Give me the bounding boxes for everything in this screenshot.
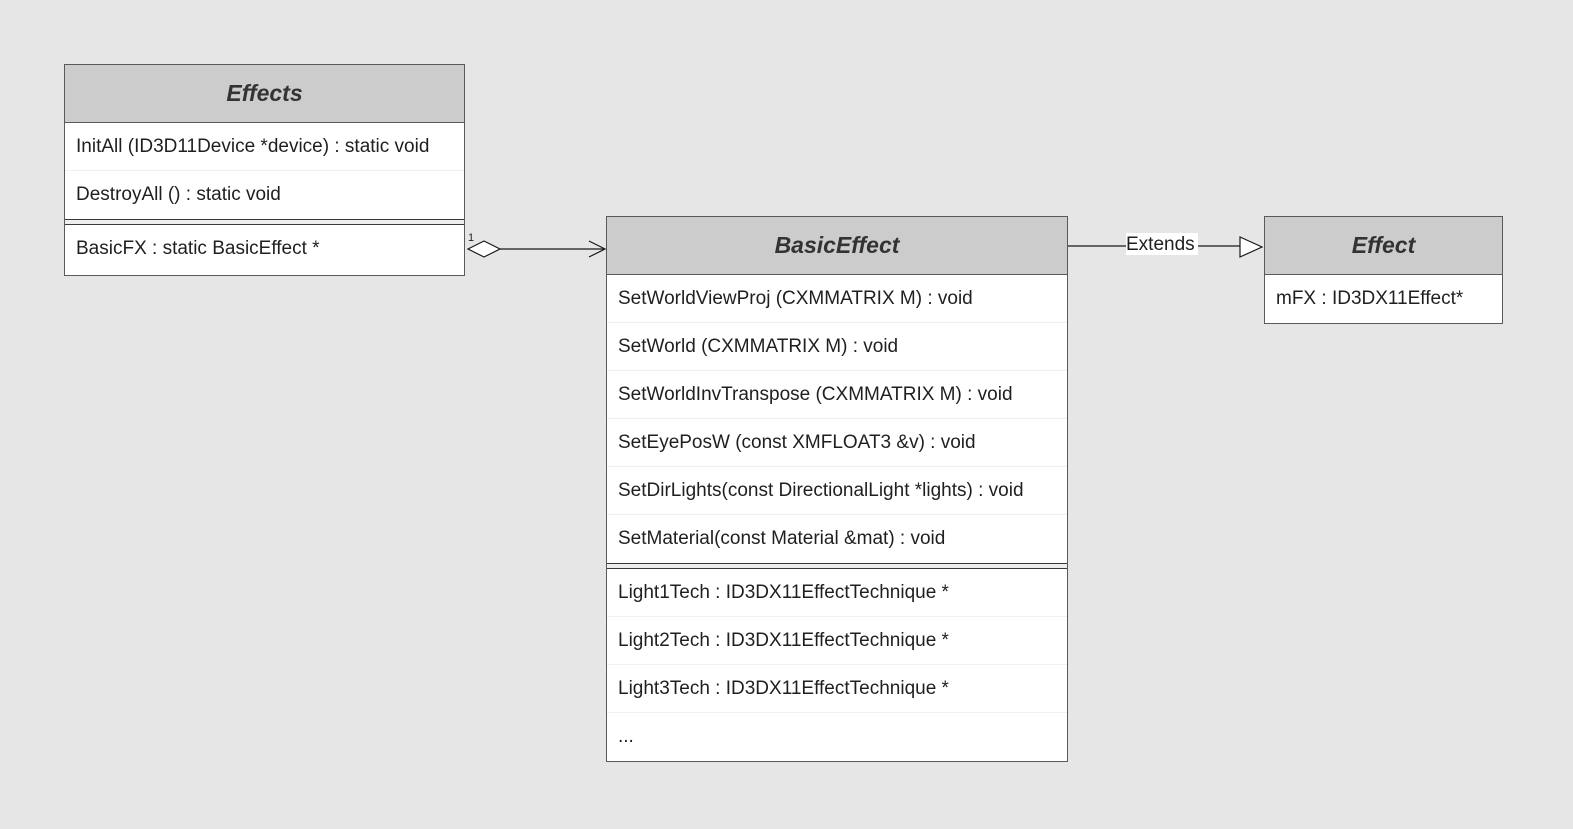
effect-class-title: Effect (1265, 217, 1502, 275)
effects-class[interactable]: Effects InitAll (ID3D11Device *device) :… (64, 64, 465, 276)
basic-effect-method-setworldviewproj: SetWorldViewProj (CXMMATRIX M) : void (607, 275, 1067, 323)
effects-method-destroyall: DestroyAll () : static void (76, 184, 281, 205)
effects-method-initall: InitAll (ID3D11Device *device) : static … (65, 123, 464, 171)
basic-effect-attribute-light3tech: Light3Tech : ID3DX11EffectTechnique * (607, 665, 1067, 713)
effects-attribute-basicfx: BasicFX : static BasicEffect * (76, 238, 320, 259)
basic-effect-method-setdirlights: SetDirLights(const DirectionalLight *lig… (607, 467, 1067, 515)
aggregation-diamond-icon (466, 240, 502, 258)
effect-class[interactable]: Effect mFX : ID3DX11Effect* (1264, 216, 1503, 324)
basic-effect-attribute-ellipsis: ... (618, 726, 634, 747)
basic-effect-class[interactable]: BasicEffect SetWorldViewProj (CXMMATRIX … (606, 216, 1068, 762)
basic-effect-attribute-light2tech: Light2Tech : ID3DX11EffectTechnique * (607, 617, 1067, 665)
aggregation-connector[interactable]: 1 (466, 232, 607, 258)
basic-effect-method-setmaterial: SetMaterial(const Material &mat) : void (618, 528, 946, 549)
basic-effect-attribute-light1tech: Light1Tech : ID3DX11EffectTechnique * (607, 569, 1067, 617)
basic-effect-method-setworld: SetWorld (CXMMATRIX M) : void (607, 323, 1067, 371)
basic-effect-method-seteyeposw: SetEyePosW (const XMFLOAT3 &v) : void (607, 419, 1067, 467)
inheritance-connector[interactable]: Extends (1068, 233, 1264, 258)
inheritance-label: Extends (1126, 234, 1195, 255)
aggregation-arrowhead-icon (588, 240, 607, 258)
effects-section-divider (65, 219, 464, 225)
inheritance-label-background (1126, 233, 1198, 255)
basic-effect-class-title: BasicEffect (607, 217, 1067, 275)
basic-effect-method-setworldinvtranspose: SetWorldInvTranspose (CXMMATRIX M) : voi… (607, 371, 1067, 419)
effect-attribute-mfx: mFX : ID3DX11Effect* (1276, 288, 1464, 309)
effects-class-title: Effects (65, 65, 464, 123)
aggregation-multiplicity: 1 (468, 232, 474, 244)
inheritance-triangle-icon (1239, 236, 1264, 258)
basic-effect-section-divider (607, 563, 1067, 569)
